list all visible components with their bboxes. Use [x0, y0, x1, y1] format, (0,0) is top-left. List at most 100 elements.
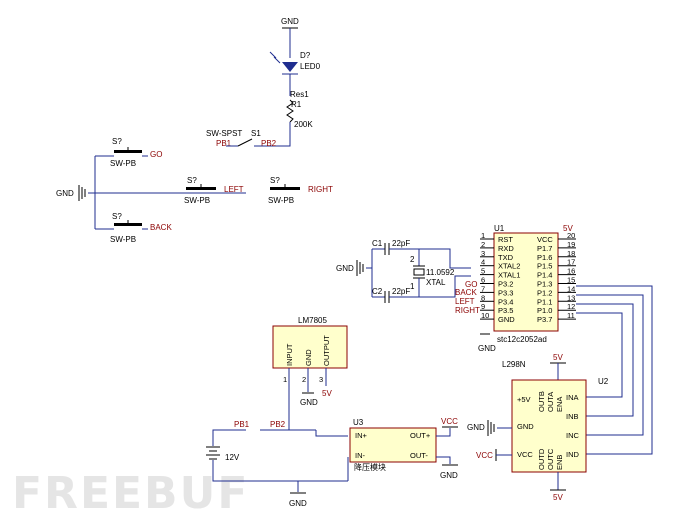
resistor-value: 200K [294, 120, 313, 129]
mcu-right-pin-number: 14 [567, 284, 575, 293]
switch-pin1: PB1 [216, 139, 232, 148]
mcu-left-pin-number: 9 [481, 302, 485, 311]
mcu-left-pin-name: RST [498, 235, 513, 244]
c2-value: 22pF [392, 287, 410, 296]
driver-top-label-1: OUTA [546, 392, 555, 412]
switch-ref: SW-SPST [206, 129, 242, 138]
mcu-right-pin-name: P3.7 [537, 315, 552, 324]
driver-vcc-pin: VCC [517, 450, 533, 459]
regulator-pin3: 3 [319, 375, 323, 384]
mcu-right-pin-name: P1.0 [537, 306, 552, 315]
mcu-right-pin-number: 13 [567, 293, 575, 302]
driver-5v-pin: +5V [517, 395, 531, 404]
go-type: SW-PB [110, 159, 136, 168]
led-ray-1 [269, 51, 277, 59]
mcu-left-pin-number: 8 [481, 293, 485, 302]
buck-outn-wire [436, 456, 451, 464]
mcu-right-pin-name: P1.4 [537, 271, 552, 280]
buck-ref: U3 [353, 418, 364, 427]
driver-bottom-label-2: ENB [555, 455, 564, 470]
mcu-gnd-net: GND [478, 344, 496, 353]
mcu-ref: U1 [494, 224, 505, 233]
left-button-icon [186, 187, 216, 190]
battery-value: 12V [225, 453, 240, 462]
mcu-net-left: LEFT [455, 297, 475, 306]
c1-value: 22pF [392, 239, 410, 248]
mcu-left-pin-name: P3.4 [498, 297, 513, 306]
back-ref: S? [112, 212, 122, 221]
wire-p11-inb [576, 303, 634, 417]
mcu-left-pin-number: 4 [481, 258, 485, 267]
mcu-vcc-net: 5V [563, 224, 573, 233]
left-net: LEFT [224, 185, 244, 194]
xtal-to-xtal1-wire [419, 275, 471, 298]
regulator-lm7805: LM7805 INPUT GND OUTPUT 1 2 3 GND 5V [272, 316, 348, 430]
pb2-to-buck-wire [315, 430, 348, 437]
left-type: SW-PB [184, 196, 210, 205]
buck-inp: IN+ [355, 431, 368, 440]
mcu-right-pin-number: 18 [567, 249, 575, 258]
driver-ref: U2 [598, 377, 609, 386]
resistor-ref: Res1 [290, 90, 309, 99]
buck-outp-wire [436, 428, 451, 437]
mcu-left-pin-number: 3 [481, 249, 485, 258]
driver-bottom-label-0: OUTD [537, 448, 546, 470]
switch-lever-icon [237, 138, 253, 147]
regulator-body [272, 325, 348, 369]
mcu-net-go: GO [465, 280, 477, 289]
battery-wire-bottom [212, 460, 348, 482]
regulator-gnd-net: GND [300, 398, 318, 407]
driver-inb: INB [566, 412, 579, 421]
xtal-body-icon [413, 268, 425, 276]
driver-top-label-2: ENA [555, 397, 564, 412]
mcu-to-driver-wires [576, 285, 653, 455]
mcu-left-pin-name: P3.2 [498, 280, 513, 289]
driver-vcc-net: VCC [476, 451, 493, 460]
regulator-name: LM7805 [298, 316, 327, 325]
battery-pb2: PB2 [270, 420, 286, 429]
buck-outp: OUT+ [410, 431, 431, 440]
go-net: GO [150, 150, 162, 159]
driver-name: L298N [502, 360, 526, 369]
xtal-to-xtal2-wire [419, 248, 471, 269]
res-to-switch-wire [262, 122, 291, 147]
back-type: SW-PB [110, 235, 136, 244]
mcu-left-pin-name: P3.5 [498, 306, 513, 315]
buttons: GND S? SW-PB GO S? SW-PB LEFT S? SW-PB R… [56, 137, 333, 244]
battery-wire-top [212, 429, 246, 446]
resistor-ref2: R1 [291, 100, 302, 109]
driver-body [511, 379, 587, 473]
mcu-right-pin-number: 12 [567, 302, 575, 311]
mcu-left-pin-number: 7 [481, 284, 485, 293]
regulator-out-net: 5V [322, 389, 332, 398]
mcu-right-pin-name: P1.5 [537, 262, 552, 271]
mcu-right-pin-number: 16 [567, 267, 575, 276]
mcu-right-pin-number: 20 [567, 231, 575, 240]
mcu-left-pin-number: 10 [481, 311, 489, 320]
xtal-pin1: 1 [410, 282, 415, 291]
buck-vcc-net: VCC [441, 417, 458, 426]
driver-bottom-net: 5V [553, 493, 563, 502]
watermark: FREEBUF [12, 468, 249, 518]
mcu-left-pin-name: TXD [498, 253, 514, 262]
resistor-icon [286, 99, 294, 123]
led-ray-2 [273, 56, 281, 64]
back-net: BACK [150, 223, 172, 232]
regulator-input-label: INPUT [285, 343, 294, 366]
mcu-right-pin-name: P1.3 [537, 280, 552, 289]
mcu-left-pin-name: RXD [498, 244, 514, 253]
driver-gnd-net: GND [467, 423, 485, 432]
xtal-name: XTAL [426, 278, 446, 287]
led-gnd-label: GND [281, 17, 299, 26]
right-net: RIGHT [308, 185, 333, 194]
regulator-pin2: 2 [302, 375, 306, 384]
led-ref: D? [300, 51, 311, 60]
back-button-icon [114, 223, 142, 226]
mcu-left-pin-number: 5 [481, 267, 485, 276]
led-value: LED0 [300, 62, 321, 71]
regulator-output-label: OUTPUT [322, 335, 331, 366]
mcu-left-pin-number: 2 [481, 240, 485, 249]
driver-l298n: L298N U2 5V OUTB OUTA ENA OUTD OUTC ENB … [467, 353, 609, 502]
switch-ref2: S1 [251, 129, 261, 138]
